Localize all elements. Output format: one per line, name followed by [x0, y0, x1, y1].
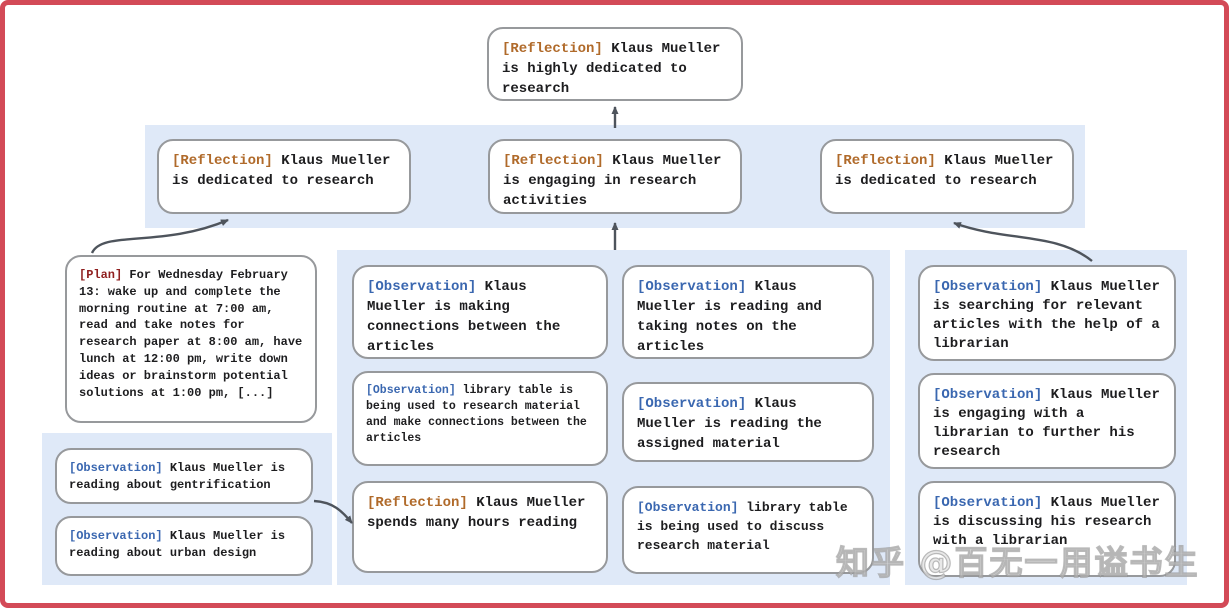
node-text: Klaus Mueller is reading about urban des…: [69, 529, 286, 560]
node-reflection-middle: [Reflection] Klaus Mueller is engaging i…: [488, 139, 742, 214]
node-plan: [Plan] For Wednesday February 13: wake u…: [65, 255, 317, 423]
node-text: Klaus Mueller is engaging in research ac…: [503, 153, 722, 209]
observation-tag: [Observation]: [933, 279, 1043, 295]
node-observation-urban-design: [Observation] Klaus Mueller is reading a…: [55, 516, 313, 576]
node-observation-searching-articles: [Observation] Klaus Mueller is searching…: [918, 265, 1176, 361]
node-text: Klaus Mueller spends many hours reading: [367, 495, 586, 531]
node-top-reflection: [Reflection] Klaus Mueller is highly ded…: [487, 27, 743, 101]
node-observation-library-research: [Observation] library table is being use…: [352, 371, 608, 466]
node-observation-assigned-material: [Observation] Klaus Mueller is reading t…: [622, 382, 874, 462]
plan-tag: [Plan]: [79, 268, 123, 282]
node-observation-discussing-research: [Observation] Klaus Mueller is discussin…: [918, 481, 1176, 577]
node-text: Klaus Mueller is engaging with a librari…: [933, 387, 1160, 460]
observation-tag: [Observation]: [69, 529, 163, 543]
observation-tag: [Observation]: [933, 387, 1043, 403]
reflection-tag: [Reflection]: [172, 153, 273, 169]
node-text: Klaus Mueller is discussing his research…: [933, 495, 1160, 549]
observation-tag: [Observation]: [637, 279, 747, 295]
node-reflection-right: [Reflection] Klaus Mueller is dedicated …: [820, 139, 1074, 214]
node-observation-gentrification: [Observation] Klaus Mueller is reading a…: [55, 448, 313, 504]
node-observation-taking-notes: [Observation] Klaus Mueller is reading a…: [622, 265, 874, 359]
node-observation-library-discuss: [Observation] library table is being use…: [622, 486, 874, 574]
node-reflection-left: [Reflection] Klaus Mueller is dedicated …: [157, 139, 411, 214]
node-text: Klaus Mueller is reading the assigned ma…: [637, 396, 822, 452]
reflection-tag: [Reflection]: [502, 41, 603, 57]
reflection-tag: [Reflection]: [367, 495, 468, 511]
node-text: Klaus Mueller is reading about gentrific…: [69, 461, 286, 492]
node-reflection-hours-reading: [Reflection] Klaus Mueller spends many h…: [352, 481, 608, 573]
node-text: Klaus Mueller is reading and taking note…: [637, 279, 822, 355]
reflection-tag: [Reflection]: [503, 153, 604, 169]
observation-tag: [Observation]: [637, 396, 747, 412]
observation-tag: [Observation]: [933, 495, 1043, 511]
node-text: library table is being used to discuss r…: [637, 500, 848, 553]
zhihu-watermark: 知乎 @百无一用谥书生: [835, 542, 1200, 582]
node-text: For Wednesday February 13: wake up and c…: [79, 268, 303, 400]
observation-tag: [Observation]: [366, 384, 456, 397]
node-text: Klaus Mueller is dedicated to research: [172, 153, 391, 189]
node-text: Klaus Mueller is making connections betw…: [367, 279, 561, 355]
node-observation-engaging-librarian: [Observation] Klaus Mueller is engaging …: [918, 373, 1176, 469]
reflection-tag: [Reflection]: [835, 153, 936, 169]
observation-tag: [Observation]: [367, 279, 477, 295]
node-text: Klaus Mueller is searching for relevant …: [933, 279, 1160, 352]
node-observation-connections: [Observation] Klaus Mueller is making co…: [352, 265, 608, 359]
observation-tag: [Observation]: [637, 500, 739, 515]
observation-tag: [Observation]: [69, 461, 163, 475]
node-text: library table is being used to research …: [366, 384, 587, 445]
node-text: Klaus Mueller is dedicated to research: [835, 153, 1054, 189]
node-text: Klaus Mueller is highly dedicated to res…: [502, 41, 721, 97]
